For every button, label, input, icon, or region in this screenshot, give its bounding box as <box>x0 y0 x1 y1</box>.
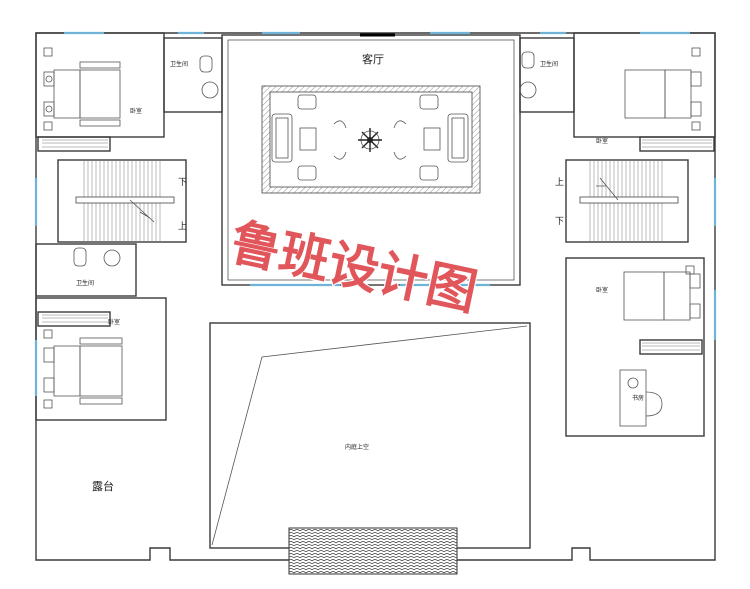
bedroom-bottom-right-label: 卧室 <box>596 286 608 294</box>
bedroom-bottom-right: 卧室 书房 <box>565 257 705 437</box>
sofa-set-left <box>271 94 317 181</box>
bedroom-top-right-label: 卧室 <box>596 137 608 145</box>
watermark: 鲁班设计图 <box>226 213 483 322</box>
bedroom-bottom-left-label: 卧室 <box>108 318 120 326</box>
stair-right-up-label: 上 <box>555 177 564 188</box>
courtyard-void: 内庭上空 <box>209 322 531 575</box>
study-label: 书房 <box>632 394 644 402</box>
stair-left-down-label: 下 <box>178 178 187 188</box>
bathroom-mid-left: 卫生间 <box>35 243 137 297</box>
bathroom-top-left-label: 卫生间 <box>170 60 188 68</box>
bedroom-top-left: 卧室 <box>35 32 165 152</box>
tiled-canopy <box>288 527 458 575</box>
stair-left-up-label: 上 <box>178 221 187 232</box>
bathroom-top-right-label: 卫生间 <box>540 60 558 68</box>
stair-right-down-label: 下 <box>555 217 564 227</box>
sofa-set-right <box>419 94 469 181</box>
bedroom-top-right: 卧室 <box>573 32 716 152</box>
terrace-label: 露台 <box>92 479 114 493</box>
bathroom-top-right: 卫生间 <box>519 37 575 113</box>
bedroom-top-left-label: 卧室 <box>130 107 142 115</box>
exterior-wall <box>35 32 716 561</box>
living-room-label: 客厅 <box>362 52 384 66</box>
center-ornament <box>333 120 407 160</box>
bedroom-bottom-left: 卧室 <box>35 297 167 421</box>
living-room: 客厅 <box>221 33 521 286</box>
stair-left: 下 上 <box>57 159 187 243</box>
bathroom-top-left: 卫生间 <box>163 37 223 113</box>
windows <box>34 31 717 396</box>
stair-right: 上 下 <box>555 159 689 243</box>
courtyard-void-label: 内庭上空 <box>345 443 369 451</box>
bathroom-mid-left-label: 卫生间 <box>76 279 94 287</box>
